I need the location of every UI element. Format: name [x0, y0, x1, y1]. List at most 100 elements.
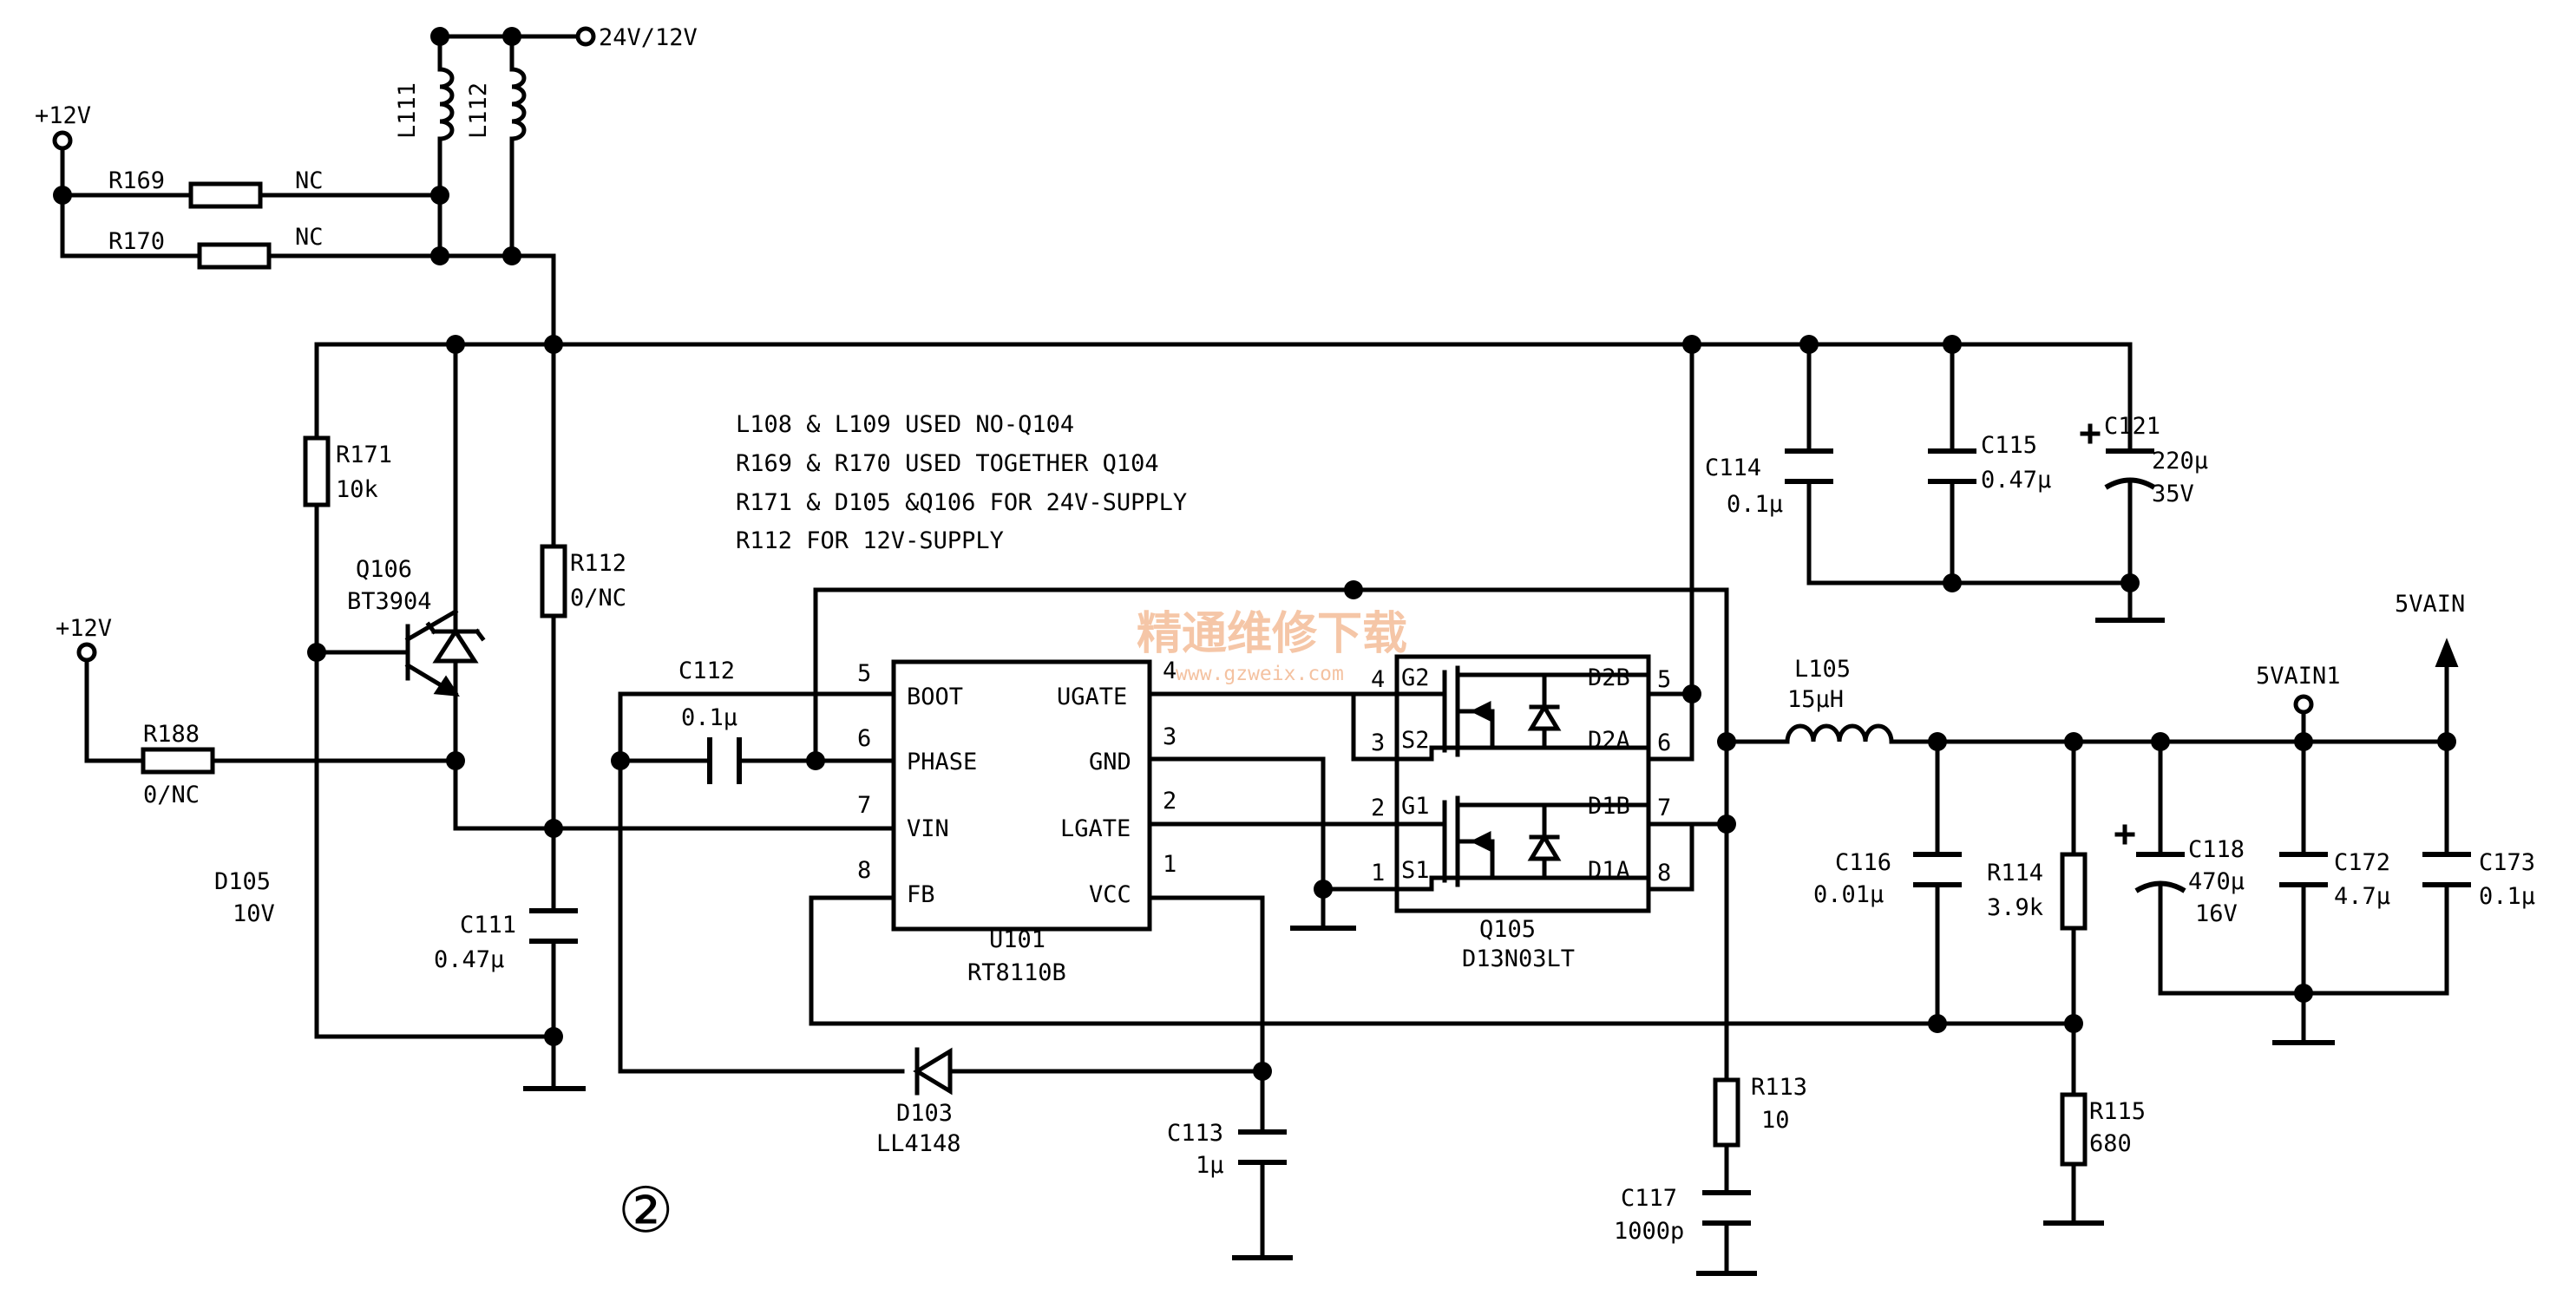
- mosfet-q105: [1394, 654, 1651, 913]
- value-r115: 680: [2089, 1130, 2132, 1157]
- resistors: [141, 181, 2088, 1167]
- value-r169: NC: [295, 167, 324, 194]
- label-c115: C115: [1981, 432, 2037, 459]
- label-r188: R188: [143, 721, 200, 748]
- value-c117: 1000p: [1614, 1218, 1684, 1245]
- label-l105: L105: [1794, 656, 1851, 683]
- value-c112: 0.1μ: [681, 704, 737, 731]
- ic-pin-num: 6: [857, 725, 871, 752]
- value-c113: 1μ: [1196, 1152, 1224, 1179]
- value-r114: 3.9k: [1987, 894, 2043, 921]
- ic-pin-name: GND: [1089, 749, 1131, 775]
- label-c121: C121: [2104, 413, 2160, 440]
- label-r171: R171: [336, 442, 392, 468]
- fet-pin-name: D2A: [1588, 727, 1630, 754]
- diode-d103: [913, 1047, 953, 1096]
- ic-u101: [891, 659, 1152, 932]
- label-q105: Q105: [1479, 916, 1536, 943]
- notes: L108 & L109 USED NO-Q104 R169 & R170 USE…: [736, 411, 1187, 554]
- value-r170: NC: [295, 224, 324, 251]
- value-r188: 0/NC: [143, 782, 200, 808]
- net-label-12v-mid: +12V: [56, 615, 112, 642]
- label-r169: R169: [108, 167, 165, 194]
- value-c172: 4.7μ: [2334, 883, 2390, 910]
- label-c118: C118: [2188, 836, 2245, 863]
- net-label-5vain1: 5VAIN1: [2256, 663, 2341, 690]
- ic-pin-num: 2: [1163, 788, 1177, 815]
- fet-pin-name: D1A: [1588, 857, 1630, 884]
- polarity-marks: [2080, 423, 2135, 845]
- value-c115: 0.47μ: [1981, 467, 2051, 494]
- value-c116: 0.01μ: [1813, 881, 1884, 908]
- net-label-5vain: 5VAIN: [2395, 591, 2465, 618]
- fet-pin-num: 1: [1371, 860, 1385, 887]
- ic-pin-name: VCC: [1089, 881, 1131, 908]
- resistor-r171: [303, 435, 331, 507]
- fet-pin-num: 2: [1371, 795, 1385, 821]
- value-c114: 0.1μ: [1727, 491, 1783, 518]
- value-d105: 10V: [233, 900, 275, 927]
- label-u101: U101: [989, 926, 1045, 953]
- ic-pin-num: 5: [857, 660, 871, 687]
- net-label-vin: 24V/12V: [599, 24, 698, 51]
- resistor-r114: [2060, 852, 2088, 931]
- label-c112: C112: [678, 658, 735, 684]
- fet-pin-num: 8: [1657, 860, 1671, 887]
- value-r113: 10: [1761, 1107, 1790, 1134]
- volt-c118: 16V: [2195, 900, 2238, 927]
- fet-pin-name: D1B: [1588, 793, 1630, 820]
- value-r112: 0/NC: [570, 585, 626, 612]
- 5vain-arrow-icon: [2435, 638, 2459, 667]
- label-c117: C117: [1621, 1185, 1677, 1212]
- ic-pin-labels: 5 BOOT 6 PHASE 7 VIN 8 FB 4 UGATE 3 GND …: [857, 658, 1177, 908]
- watermark-title: 精通维修下载: [1137, 607, 1407, 660]
- value-d103: LL4148: [876, 1130, 961, 1157]
- fet-pin-num: 3: [1371, 730, 1385, 756]
- resistor-r188: [141, 747, 215, 775]
- note-line: R171 & D105 &Q106 FOR 24V-SUPPLY: [736, 489, 1187, 516]
- fet-pin-name: S2: [1401, 727, 1430, 754]
- inductor-l112: [509, 67, 527, 141]
- ic-pin-name: UGATE: [1057, 684, 1127, 710]
- junctions: [53, 27, 2456, 1081]
- fet-pin-num: 7: [1657, 795, 1671, 821]
- label-c173: C173: [2479, 849, 2535, 876]
- label-c111: C111: [460, 912, 516, 939]
- label-q106: Q106: [356, 556, 412, 583]
- value-u101: RT8110B: [967, 959, 1066, 986]
- fet-pin-name: G1: [1401, 793, 1430, 820]
- label-c172: C172: [2334, 849, 2390, 876]
- capacitors: [529, 448, 2471, 1226]
- fet-pin-name: S1: [1401, 857, 1430, 884]
- resistor-r112: [540, 544, 567, 618]
- figure-number: ②: [618, 1174, 674, 1246]
- note-line: L108 & L109 USED NO-Q104: [736, 411, 1074, 438]
- net-label-12v-top: +12V: [35, 102, 91, 129]
- ic-pin-num: 4: [1163, 658, 1177, 684]
- label-c114: C114: [1705, 455, 1761, 481]
- label-r170: R170: [108, 228, 165, 255]
- label-l111: L111: [394, 82, 421, 139]
- resistor-r170: [197, 242, 272, 270]
- terminals: [52, 26, 2314, 715]
- volt-c121: 35V: [2152, 481, 2194, 507]
- note-line: R112 FOR 12V-SUPPLY: [736, 527, 1004, 554]
- value-c173: 0.1μ: [2479, 883, 2535, 910]
- value-c121: 220μ: [2152, 448, 2208, 474]
- ic-pin-num: 3: [1163, 723, 1177, 750]
- value-c118: 470μ: [2188, 868, 2245, 895]
- label-r112: R112: [570, 550, 626, 577]
- ic-pin-num: 8: [857, 857, 871, 884]
- fet-pin-num: 4: [1371, 666, 1385, 693]
- ic-pin-name: LGATE: [1060, 815, 1131, 842]
- value-l105: 15μH: [1787, 686, 1844, 713]
- fet-pin-num: 6: [1657, 730, 1671, 756]
- resistor-r113: [1713, 1077, 1740, 1148]
- label-d103: D103: [896, 1100, 953, 1127]
- fet-pin-name: D2B: [1588, 664, 1630, 691]
- resistor-r169: [188, 181, 263, 209]
- inductor-l105: [1785, 723, 1894, 744]
- note-line: R169 & R170 USED TOGETHER Q104: [736, 450, 1159, 477]
- ic-pin-name: PHASE: [907, 749, 977, 775]
- inductor-l111: [437, 67, 455, 141]
